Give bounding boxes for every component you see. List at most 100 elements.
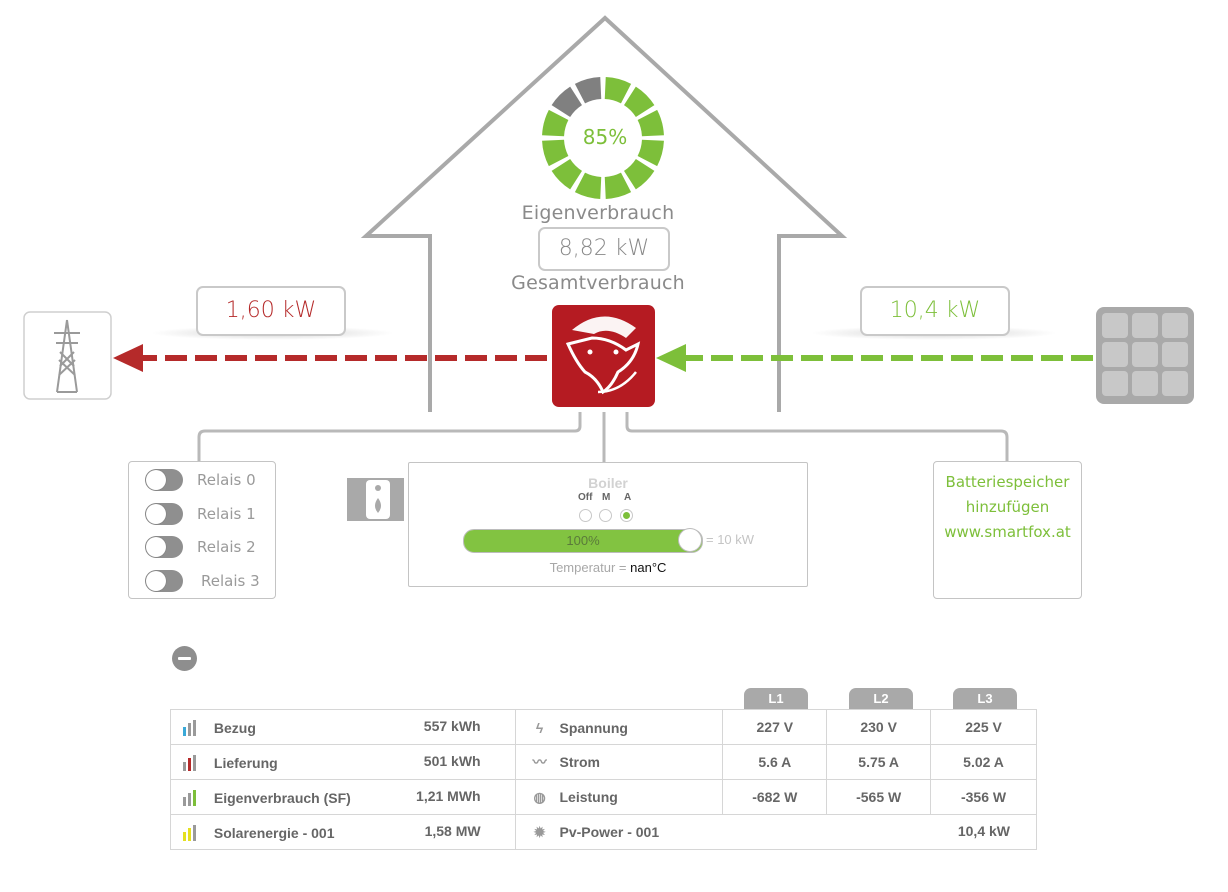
gauge-icon: ◍ (533, 788, 546, 805)
relay-1-label: Relais 1 (197, 505, 256, 523)
relay-3-toggle[interactable] (145, 570, 183, 592)
donut-segment (604, 77, 632, 104)
metric-label: Pv-Power - 001 (559, 824, 660, 841)
boiler-icon (347, 478, 404, 521)
collapse-minus-icon[interactable] (172, 646, 197, 671)
self-consumption-percent: 85% (582, 125, 628, 149)
l3-value: -356 W (930, 779, 1037, 815)
metric-cell: ◍ Leistung (514, 779, 724, 815)
donut-segment (551, 158, 583, 190)
bar-chart-icon (183, 789, 196, 806)
house-outline (360, 15, 848, 412)
power-tower-icon (23, 311, 112, 400)
donut-segment (542, 109, 569, 137)
relay-panel: Relais 0 Relais 1 Relais 2 Relais 3 (128, 461, 276, 599)
mode-a-radio[interactable] (620, 509, 633, 522)
stat-label: Lieferung (213, 754, 278, 771)
donut-segment (604, 172, 632, 199)
table-row: Lieferung 501 kWh 〰 Strom 5.6 A 5.75 A 5… (170, 744, 1037, 780)
donut-segment (551, 86, 583, 118)
bar-chart-icon (183, 719, 196, 736)
l2-value: 230 V (826, 709, 932, 745)
solar-arrowhead (656, 344, 686, 372)
smartfox-logo (552, 305, 655, 407)
donut-segment (574, 172, 602, 199)
self-consumption-donut (542, 77, 664, 199)
temperature-value: nan°C (630, 560, 667, 575)
solar-panel-icon (1096, 307, 1194, 404)
bar-chart-icon (183, 754, 196, 771)
tab-l3[interactable]: L3 (953, 688, 1017, 710)
table-row: Bezug 557 kWh ϟ Spannung 227 V 230 V 225… (170, 709, 1037, 745)
relay-3-row[interactable]: Relais 3 (145, 569, 260, 593)
relay-0-toggle[interactable] (145, 469, 183, 491)
relay-2-label: Relais 2 (197, 538, 256, 556)
stat-cell: Bezug 557 kWh (170, 709, 516, 745)
waveform-icon: 〰 (532, 754, 547, 770)
donut-segment (574, 77, 602, 104)
l3-value: 5.02 A (930, 744, 1037, 780)
relay-2-toggle[interactable] (145, 536, 183, 558)
relay-1-toggle[interactable] (145, 503, 183, 525)
stat-value: 501 kWh (423, 753, 481, 769)
battery-add-line2: hinzufügen (965, 498, 1050, 516)
stat-label: Bezug (213, 719, 256, 736)
boiler-slider-handle[interactable] (678, 528, 702, 552)
stat-cell: Lieferung 501 kWh (170, 744, 516, 780)
metric-label: Strom (559, 754, 600, 770)
grid-power-value: 1,60 kW (196, 286, 346, 336)
boiler-slider-fill (464, 530, 702, 552)
donut-segment (637, 139, 664, 167)
stat-label: Solarenergie - 001 (213, 824, 335, 841)
table-row: Solarenergie - 001 1,58 MW ✹ Pv-Power - … (170, 814, 1038, 850)
battery-add-line1: Batteriespeicher (945, 473, 1070, 491)
donut-segment (637, 109, 664, 137)
l2-value: -565 W (826, 779, 932, 815)
mode-m-radio[interactable] (599, 509, 612, 522)
boiler-panel: Boiler Off M A 100% = 10 kW Temperatur =… (408, 462, 808, 587)
metric-cell: ϟ Spannung (514, 709, 724, 745)
lightning-icon: ϟ (535, 719, 544, 736)
l1-value: 5.6 A (722, 744, 828, 780)
relay-2-row[interactable]: Relais 2 (145, 535, 256, 559)
energy-stats-table: Bezug 557 kWh ϟ Spannung 227 V 230 V 225… (170, 709, 1038, 850)
stat-label: Eigenverbrauch (SF) (213, 789, 351, 806)
l3-value: 225 V (930, 709, 1037, 745)
mode-off-radio[interactable] (579, 509, 592, 522)
metric-label: Leistung (559, 789, 618, 806)
metric-cell: ✹ Pv-Power - 001 10,4 kW (514, 814, 1038, 850)
solar-power-value: 10,4 kW (860, 286, 1010, 336)
l1-value: 227 V (722, 709, 828, 745)
table-row: Eigenverbrauch (SF) 1,21 MWh ◍ Leistung … (170, 779, 1037, 815)
relay-1-row[interactable]: Relais 1 (145, 502, 256, 526)
boiler-power-slider[interactable]: 100% (463, 529, 703, 553)
stat-value: 1,58 MW (424, 823, 481, 839)
donut-segment (623, 86, 655, 118)
relay-0-row[interactable]: Relais 0 (145, 468, 256, 492)
connector-left (197, 412, 582, 461)
stat-cell: Eigenverbrauch (SF) 1,21 MWh (170, 779, 516, 815)
battery-panel[interactable]: Batteriespeicher hinzufügen www.smartfox… (933, 461, 1082, 599)
sun-icon: ✹ (533, 823, 546, 840)
donut-segment (542, 139, 569, 167)
relay-3-label: Relais 3 (201, 572, 260, 590)
total-consumption-label: Gesamtverbrauch (511, 272, 685, 294)
tab-l2[interactable]: L2 (849, 688, 913, 710)
battery-link[interactable]: www.smartfox.at (944, 523, 1071, 541)
donut-segment (623, 158, 655, 190)
l2-value: 5.75 A (826, 744, 932, 780)
l1-value: -682 W (722, 779, 828, 815)
boiler-power-text: = 10 kW (706, 532, 755, 547)
metric-label: Spannung (559, 719, 628, 736)
tab-l1[interactable]: L1 (744, 688, 808, 710)
boiler-title: Boiler (588, 475, 628, 491)
metric-cell: 〰 Strom (514, 744, 724, 780)
mode-off-label: Off (578, 492, 593, 503)
stat-value: 557 kWh (423, 718, 481, 734)
bar-chart-icon (183, 824, 196, 841)
mode-a-label: A (624, 492, 632, 503)
total-consumption-value: 8,82 kW (538, 227, 670, 271)
grid-arrowhead (113, 344, 143, 372)
pv-power-total: 10,4 kW (957, 823, 1010, 839)
